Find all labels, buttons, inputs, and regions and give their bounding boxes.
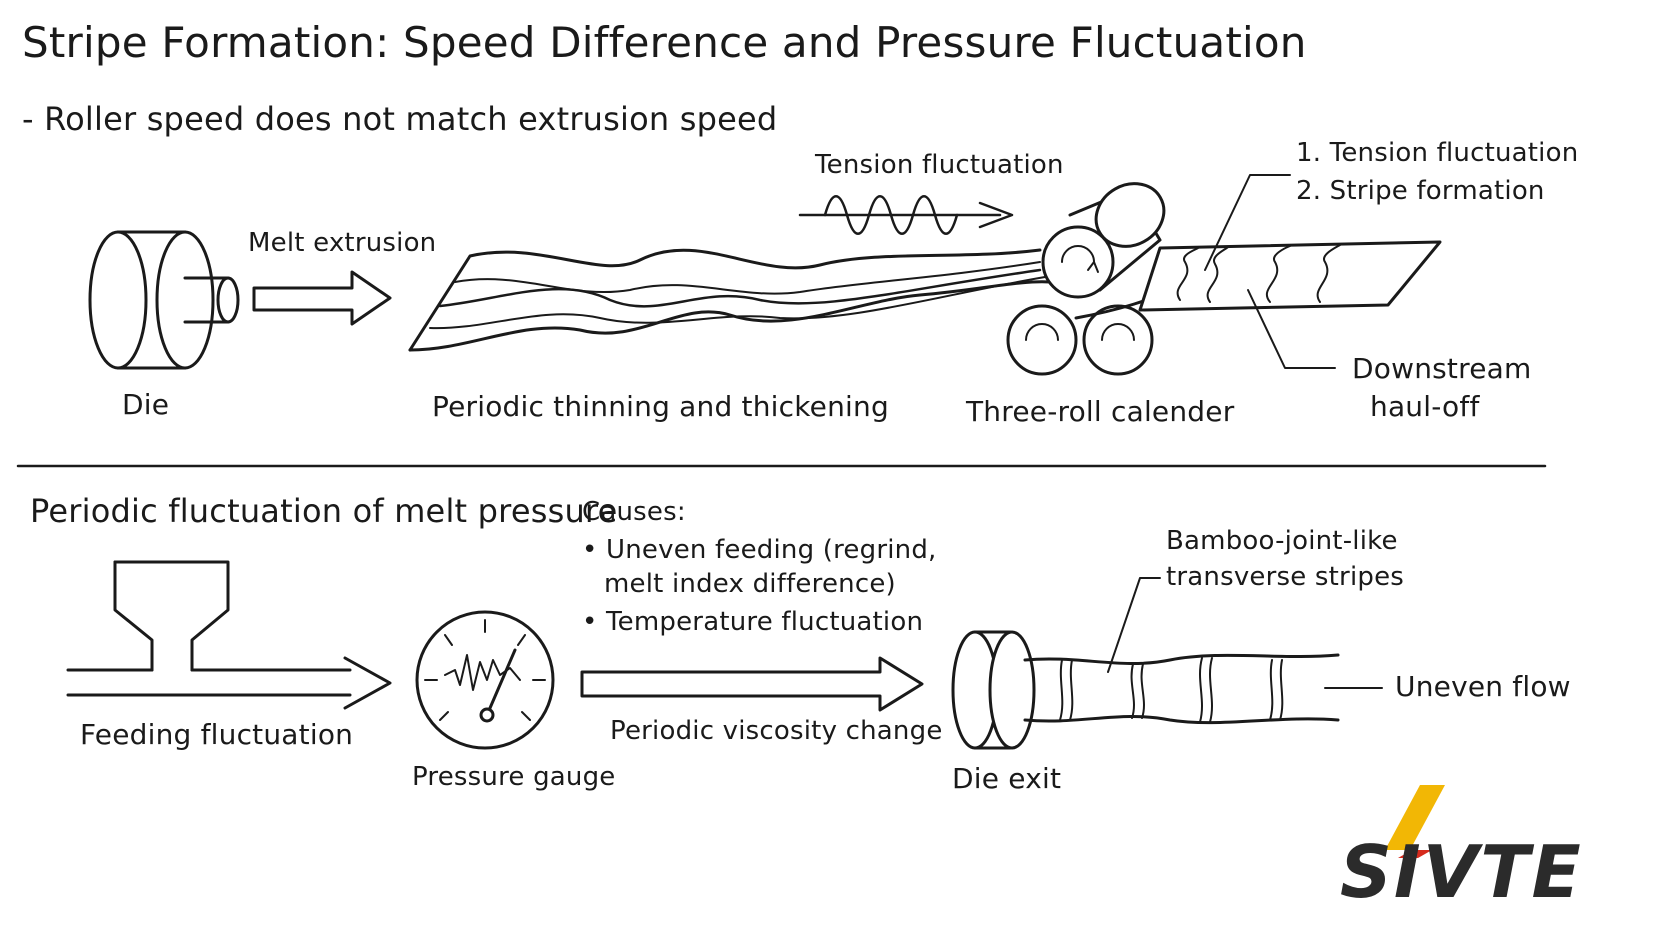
downstream-sheet-shape	[1138, 174, 1442, 369]
cause-1-line1: Uneven feeding (regrind,	[582, 535, 937, 565]
feeding-fluctuation-label: Feeding fluctuation	[80, 718, 354, 751]
periodic-viscosity-label: Periodic viscosity change	[610, 716, 943, 746]
logo-text: SIVTE	[1340, 830, 1583, 914]
three-roll-calender-label: Three-roll calender	[966, 395, 1235, 428]
melt-sheet-shape	[408, 248, 1052, 352]
effect-1-label: 1. Tension fluctuation	[1296, 138, 1579, 168]
pressure-gauge-label: Pressure gauge	[412, 762, 616, 792]
cause-1-line2: melt index difference)	[604, 569, 896, 599]
stripes-line2: transverse stripes	[1166, 562, 1405, 592]
tension-fluctuation-label: Tension fluctuation	[815, 150, 1064, 180]
cause-2: Temperature fluctuation	[582, 607, 923, 637]
uneven-flow-shape	[1023, 577, 1383, 725]
downstream-label: Downstream	[1352, 352, 1532, 385]
pressure-heading: Periodic fluctuation of melt pressure	[30, 492, 618, 530]
die-exit-icon	[951, 630, 1036, 750]
stripes-line1: Bamboo-joint-like	[1166, 526, 1398, 556]
causes-label: Causes:	[582, 497, 686, 527]
uneven-flow-label: Uneven flow	[1395, 670, 1571, 703]
melt-extrusion-label: Melt extrusion	[248, 228, 437, 258]
haul-off-label: haul-off	[1370, 390, 1480, 423]
hopper-icon	[66, 560, 392, 710]
page-title: Stripe Formation: Speed Difference and P…	[22, 18, 1307, 67]
die-exit-label: Die exit	[952, 762, 1062, 795]
die-icon	[88, 230, 240, 370]
viscosity-arrow	[580, 656, 924, 712]
die-label: Die	[122, 388, 170, 421]
periodic-thinning-label: Periodic thinning and thickening	[432, 390, 889, 423]
pressure-gauge-icon	[415, 610, 555, 750]
effect-2-label: 2. Stripe formation	[1296, 176, 1545, 206]
three-roll-calender-icon	[1006, 182, 1187, 376]
logo-icon	[1385, 785, 1445, 858]
melt-extrusion-arrow	[252, 270, 392, 326]
subtitle: - Roller speed does not match extrusion …	[22, 100, 778, 138]
brand-logo: SIVTE	[1340, 830, 1583, 914]
tension-wave-icon	[798, 195, 1014, 235]
